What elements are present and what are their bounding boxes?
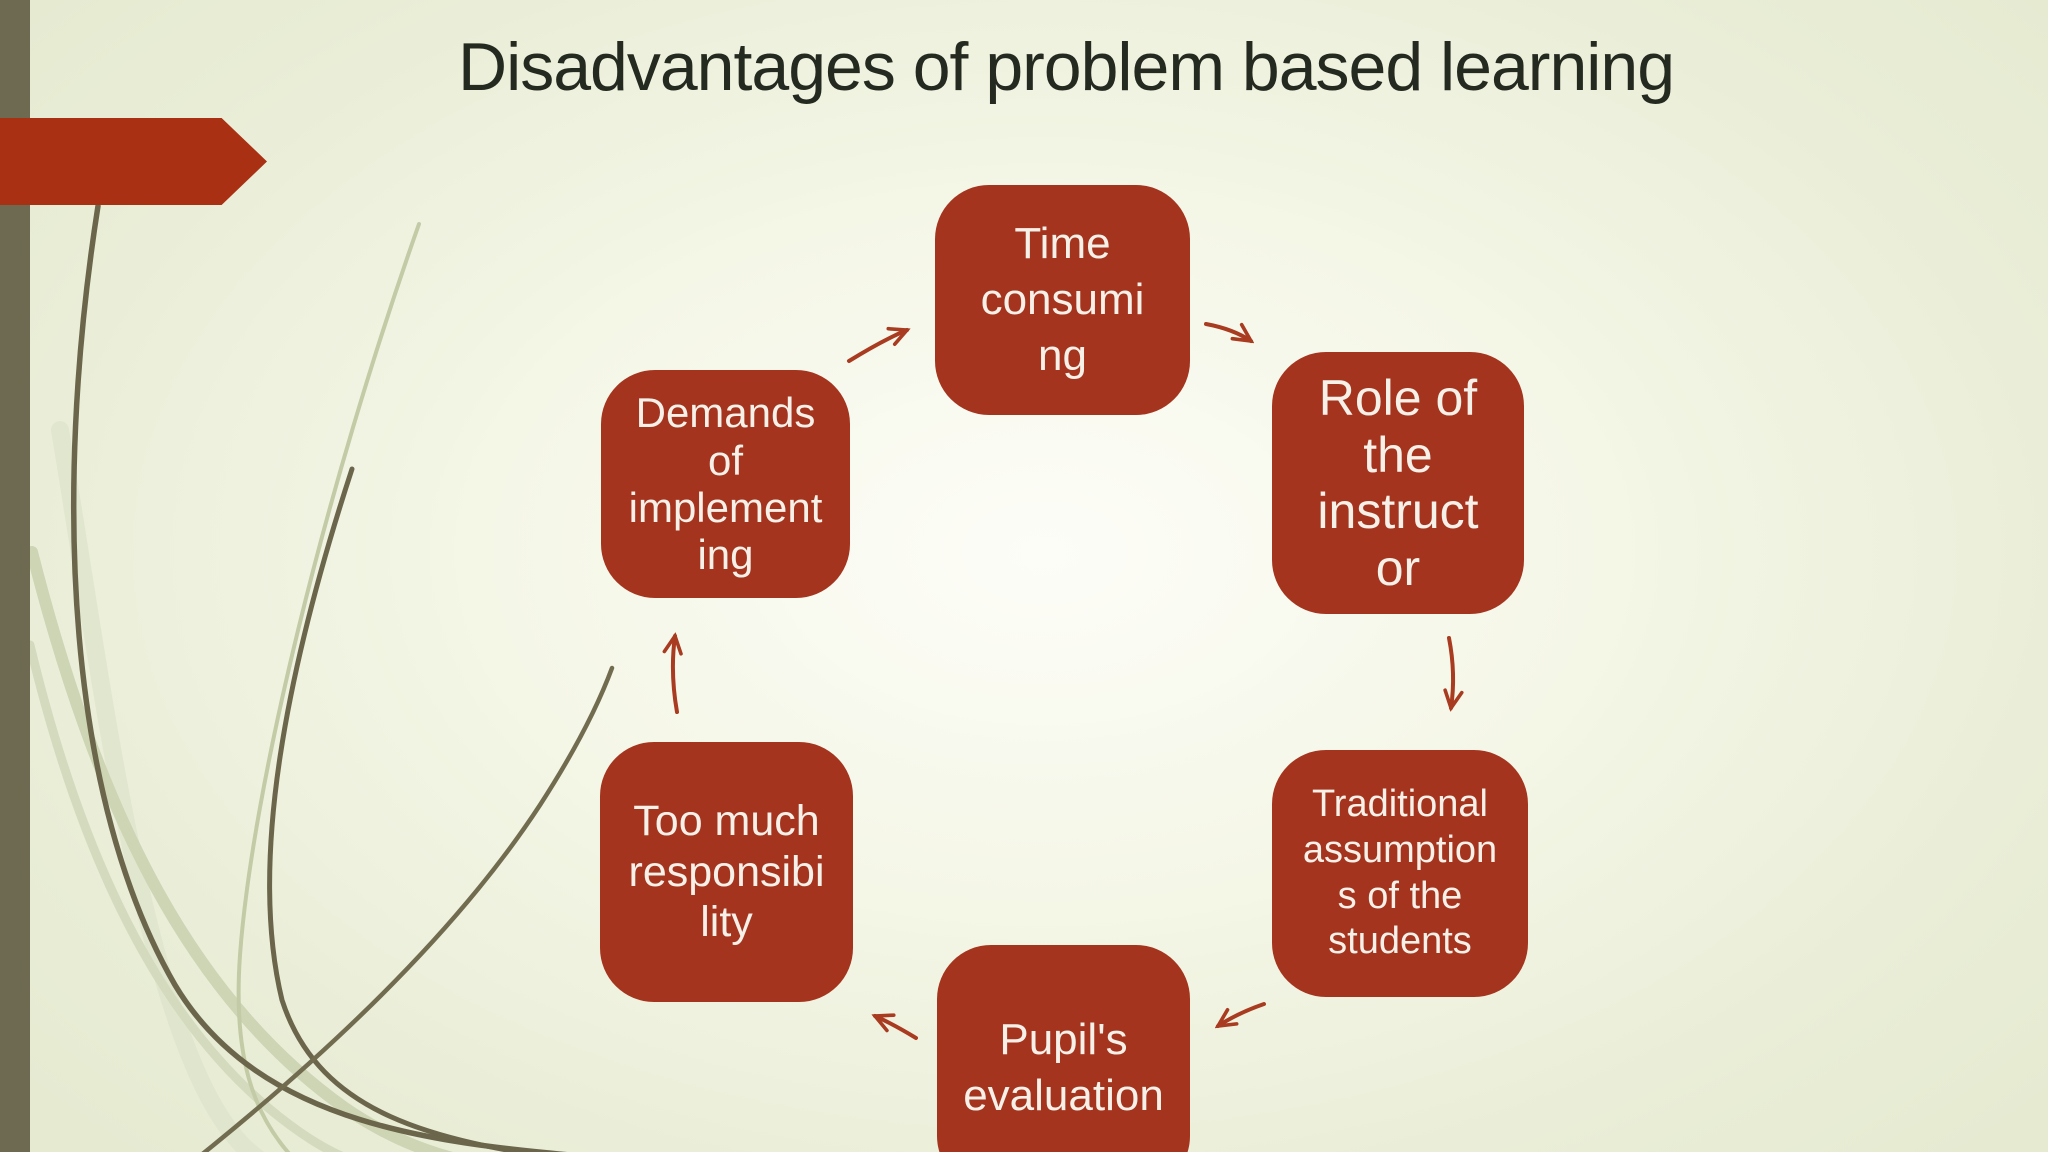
slide-title: Disadvantages of problem based learning (458, 29, 1675, 105)
node-too-much-responsibility: Too much responsibi lity (600, 742, 853, 1002)
node-label: Time consumi ng (980, 219, 1145, 380)
node-time-consuming: Time consumi ng (935, 185, 1190, 415)
node-label: Role of the instruct or (1317, 370, 1479, 596)
grass-blade-faint (236, 222, 421, 1152)
node-demands-of-implementing: Demands of implement ing (601, 370, 850, 598)
node-label: Demands of implement ing (628, 389, 823, 579)
node-traditional-assumptions: Traditional assumption s of the students (1272, 750, 1528, 997)
arrow-demands-to-time (847, 330, 907, 363)
red-banner-arrow (0, 118, 267, 205)
arrow-pupils-to-toomuch (875, 1016, 918, 1040)
grass-blade-light-shadow (51, 421, 265, 1152)
grass-blade-light (26, 546, 454, 1152)
node-pupils-evaluation: Pupil's evaluation (937, 945, 1190, 1152)
arrow-toomuch-to-demands (673, 636, 677, 714)
node-label: Too much responsibi lity (628, 796, 825, 947)
arrow-traditional-to-pupils (1218, 1002, 1266, 1026)
grass-blade-dark (267, 466, 532, 1152)
arrow-role-to-traditional (1449, 636, 1453, 708)
node-label: Pupil's evaluation (963, 1014, 1164, 1120)
arrow-time-to-role (1204, 322, 1251, 341)
grass-blade-dark (201, 665, 615, 1152)
node-label: Traditional assumption s of the students (1302, 783, 1498, 963)
grass-blade-dark (70, 203, 567, 1152)
grass-blade-light (25, 640, 344, 1152)
node-role-of-the-instructor: Role of the instruct or (1272, 352, 1524, 614)
